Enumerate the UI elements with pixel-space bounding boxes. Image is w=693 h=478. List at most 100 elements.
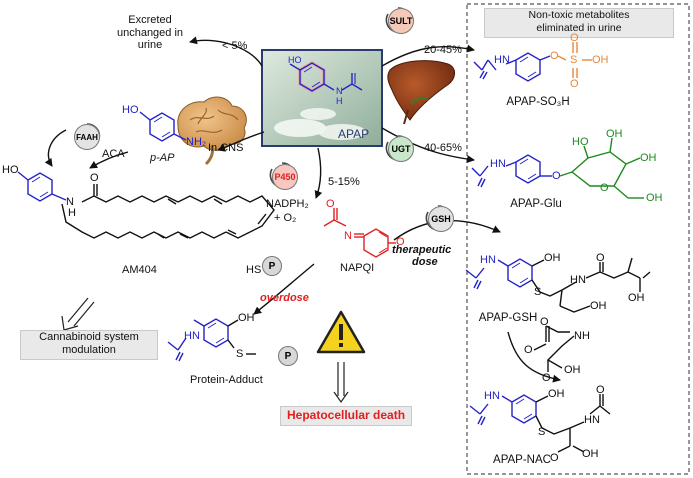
nadph-line2: + O₂	[274, 212, 297, 224]
atom-label: H	[336, 96, 343, 106]
atom-label: O	[326, 198, 335, 210]
apap-so3h-label: APAP-SO₃H	[506, 96, 570, 108]
atom-label: N	[344, 230, 352, 242]
non-toxic-box	[466, 3, 690, 475]
excreted-label: Excreted unchanged in urine	[116, 14, 184, 52]
napqi-structure	[323, 208, 396, 258]
atom-label: HO	[2, 164, 19, 176]
atom-label: NH	[574, 330, 590, 342]
atom-label: OH	[646, 192, 663, 204]
atom-label: OH	[640, 152, 657, 164]
apap-pills-image	[261, 49, 383, 147]
warning-icon	[316, 310, 366, 354]
p450-percent: 5-15%	[328, 176, 360, 188]
apap-glu-label: APAP-Glu	[510, 198, 562, 210]
atom-label: OH	[592, 54, 609, 66]
atom-label: OH	[548, 388, 565, 400]
apap-nac-structure	[469, 394, 611, 453]
ugt-enzyme-badge: UGT	[388, 136, 414, 162]
atom-label: O	[552, 170, 561, 182]
atom-label: O	[600, 182, 609, 194]
p-ap-structure	[139, 111, 187, 142]
protein-p-badge: P	[262, 256, 282, 276]
atom-label: OH	[628, 292, 645, 304]
atom-label: O	[550, 50, 559, 62]
apap-glu-structure	[471, 137, 644, 199]
atom-label: HO	[572, 136, 589, 148]
apap-nac-label: APAP-NAC	[493, 454, 551, 466]
am404-label: AM404	[122, 264, 157, 276]
apap-gsh-structure	[465, 257, 651, 372]
cannabinoid-box: Cannabinoid system modulation	[20, 330, 158, 360]
atom-label: O	[540, 316, 549, 328]
atom-label: HO	[288, 55, 302, 65]
overdose-label: overdose	[260, 292, 309, 304]
atom-label: OH	[606, 128, 623, 140]
atom-label: O	[542, 372, 551, 384]
apap-label: APAP	[338, 127, 370, 141]
sult-percent: 20-45%	[424, 44, 462, 56]
non-toxic-header: Non-toxic metabolites eliminated in urin…	[484, 8, 674, 38]
atom-label: HN	[484, 390, 500, 402]
atom-label: OH	[544, 252, 561, 264]
atom-label: S	[570, 54, 578, 66]
non-toxic-line1: Non-toxic metabolites	[528, 9, 630, 21]
atom-label: HN	[584, 414, 600, 426]
atom-label: HN	[184, 330, 200, 342]
cannabinoid-line2: modulation	[62, 344, 116, 357]
am404-structure	[17, 171, 275, 239]
atom-label: HO	[122, 104, 139, 116]
therapeutic-line2: dose	[412, 256, 438, 268]
protein-adduct-label: Protein-Adduct	[190, 374, 263, 386]
protein-adduct-structure	[167, 318, 256, 362]
atom-label: O	[90, 172, 99, 184]
atom-label: HN	[494, 54, 510, 66]
implies-arrow-cannabinoid	[61, 297, 95, 331]
atom-label: O	[550, 452, 559, 464]
atom-label: NH₂	[186, 136, 207, 148]
atom-label: N	[66, 196, 74, 208]
p450-enzyme-badge: P450	[272, 164, 298, 190]
therapeutic-line1: therapeutic	[392, 244, 452, 256]
atom-label: HN	[490, 158, 506, 170]
ugt-percent: 40-65%	[424, 142, 462, 154]
atom-label: O	[596, 384, 605, 396]
brain-icon	[177, 96, 247, 166]
hepatocellular-death-label: Hepatocellular death	[280, 406, 413, 426]
adduct-p-badge: P	[278, 346, 298, 366]
apap-so3h-structure	[473, 42, 592, 82]
p-ap-label: p-AP	[150, 152, 175, 164]
implies-arrow-hepato	[333, 362, 349, 404]
atom-label: OH	[238, 312, 255, 324]
atom-label: O	[396, 236, 405, 248]
atom-label: O	[524, 344, 533, 356]
atom-label: H	[68, 207, 76, 219]
atom-label: HN	[480, 254, 496, 266]
atom-label: S	[236, 348, 244, 360]
atom-label: HN	[570, 274, 586, 286]
excreted-percent: < 5%	[222, 40, 248, 52]
atom-label: O	[570, 32, 579, 44]
liver-icon	[387, 60, 455, 125]
atom-label: OH	[590, 300, 607, 312]
hs-label: HS	[246, 264, 262, 276]
non-toxic-line2: eliminated in urine	[536, 21, 622, 34]
sult-enzyme-badge: SULT	[388, 8, 414, 34]
atom-label: O	[596, 252, 605, 264]
atom-label: OH	[582, 448, 599, 460]
nadph-line1: NADPH₂	[266, 198, 309, 210]
cannabinoid-line1: Cannabinoid system	[39, 331, 139, 343]
napqi-label: NAPQI	[340, 262, 375, 274]
atom-label: OH	[564, 364, 581, 376]
apap-gsh-label: APAP-GSH	[478, 312, 538, 324]
faah-enzyme-badge: FAAH	[74, 124, 100, 150]
atom-label: S	[534, 286, 542, 298]
atom-label: S	[538, 426, 546, 438]
gsh-enzyme-badge: GSH	[428, 206, 454, 232]
atom-label: O	[570, 78, 579, 90]
aca-label: ACA	[102, 148, 125, 160]
atom-label: N	[336, 86, 343, 96]
in-cns-label: In CNS	[208, 142, 244, 154]
